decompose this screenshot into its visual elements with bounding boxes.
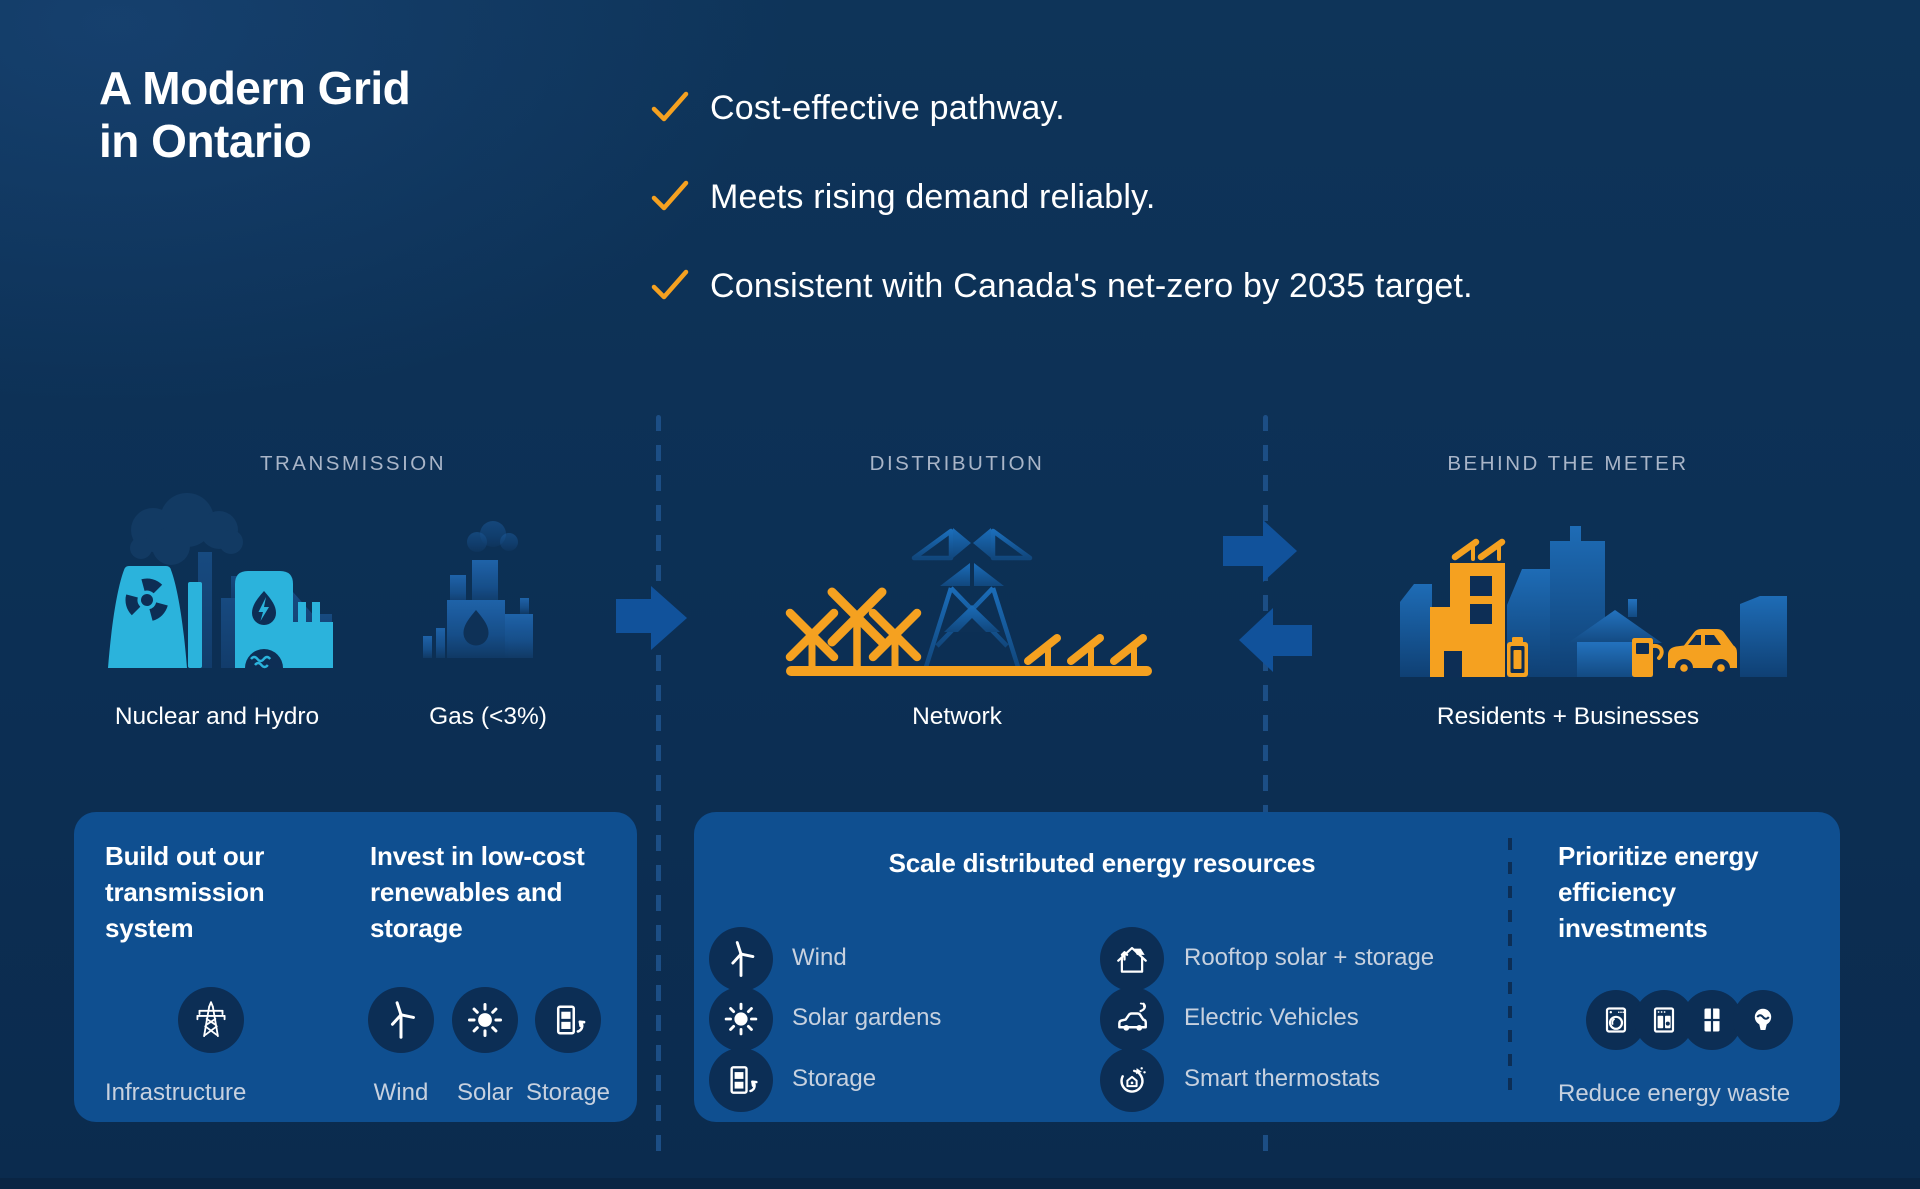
pylon-icon [911, 528, 1033, 668]
checkmark-icon [650, 177, 690, 217]
battery-storage-icon [535, 987, 601, 1053]
checkmark-icon [650, 266, 690, 306]
water-wave-icon [250, 655, 272, 663]
solar-panels-icon [1024, 634, 1147, 672]
checklist-text: Cost-effective pathway. [710, 88, 1065, 127]
card-distributed-energy: Scale distributed energy resources Wind … [694, 812, 1840, 1122]
checkmark-icon [650, 88, 690, 128]
washer-icon [1586, 990, 1646, 1050]
header-behind-the-meter: BEHIND THE METER [1447, 452, 1689, 475]
card-heading-build: Build out our transmission system [105, 841, 265, 943]
solar-building-icon [1430, 538, 1506, 677]
label-storage: Storage [792, 1065, 877, 1092]
sun-icon [709, 987, 773, 1051]
card-transmission-actions: Build out our transmission system Invest… [74, 812, 637, 1122]
checklist-item: Cost-effective pathway. [650, 85, 1065, 131]
label-rooftop-solar-storage: Rooftop solar + storage [1184, 944, 1435, 971]
checklist-text: Consistent with Canada's net-zero by 203… [710, 266, 1473, 305]
label-smart-thermostats: Smart thermostats [1184, 1065, 1381, 1092]
car-icon [1668, 629, 1737, 677]
window-icon [1682, 990, 1742, 1050]
title-line-1: A Modern Grid [99, 62, 411, 114]
hydro-plant-icon [235, 571, 333, 668]
smoke-clouds-icon [130, 493, 243, 565]
caption-gas: Gas (<3%) [429, 703, 547, 730]
wind-turbines-icon [785, 587, 922, 675]
column-divider [656, 415, 661, 1157]
transmission-tower-icon [178, 987, 244, 1053]
wind-turbine-icon [709, 927, 773, 991]
title-line-2: in Ontario [99, 115, 312, 167]
checklist-text: Meets rising demand reliably. [710, 177, 1156, 216]
label-storage: Storage [525, 1079, 611, 1106]
label-wind: Wind [792, 944, 847, 971]
footer-strip [0, 1178, 1920, 1189]
nuclear-plant-icon [108, 566, 202, 668]
gas-plant-icon [423, 521, 533, 658]
behind-the-meter-illustration [1400, 526, 1787, 677]
caption-nuclear-hydro: Nuclear and Hydro [114, 703, 320, 730]
label-electric-vehicles: Electric Vehicles [1184, 1004, 1359, 1031]
column-divider [1263, 415, 1268, 1157]
two-way-arrows-icon [1223, 520, 1312, 672]
lightning-icon [258, 597, 269, 621]
ev-charger-icon [1632, 638, 1664, 677]
battery-icon [1507, 637, 1528, 677]
wind-turbine-icon [368, 987, 434, 1053]
card-heading-invest: Invest in low-cost renewables and storag… [370, 841, 585, 943]
network-illustration [785, 528, 1152, 676]
electric-vehicle-icon [1100, 987, 1164, 1051]
arrow-right-icon [616, 586, 687, 650]
caption-residents-businesses: Residents + Businesses [1436, 703, 1700, 730]
header-distribution: DISTRIBUTION [869, 452, 1045, 475]
caption-network: Network [912, 703, 1002, 730]
smart-thermostat-icon [1100, 1048, 1164, 1112]
lightbulb-icon [1733, 990, 1793, 1050]
label-solar-gardens: Solar gardens [792, 1004, 942, 1031]
checklist-item: Consistent with Canada's net-zero by 203… [650, 263, 1473, 309]
caption-reduce-energy-waste: Reduce energy waste [1558, 1080, 1791, 1107]
card-inner-divider [1508, 838, 1512, 1096]
sun-icon [452, 987, 518, 1053]
checklist-item: Meets rising demand reliably. [650, 174, 1155, 220]
rooftop-solar-icon [1100, 927, 1164, 991]
label-solar: Solar [456, 1079, 514, 1106]
caption-infrastructure: Infrastructure [105, 1079, 247, 1106]
label-wind: Wind [373, 1079, 429, 1106]
card-heading-der: Scale distributed energy resources [888, 848, 1316, 878]
radiation-icon [125, 578, 169, 622]
header-transmission: TRANSMISSION [259, 452, 447, 475]
card-heading-efficiency: Prioritize energy efficiency investments [1558, 841, 1759, 943]
transmission-illustration [108, 493, 533, 669]
battery-storage-icon [709, 1048, 773, 1112]
